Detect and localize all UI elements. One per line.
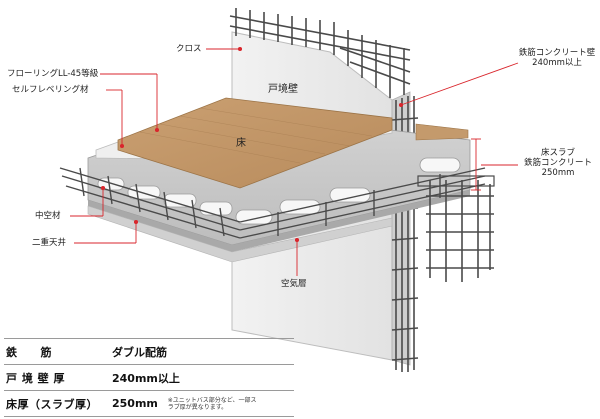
label-double-ceiling: 二重天井: [32, 238, 67, 248]
label-hollow-material: 中空材: [35, 211, 61, 221]
rebar-cage-right: [417, 175, 495, 282]
label-slab: 床スラブ 鉄筋コンクリート 250mm: [518, 148, 598, 178]
leader-lines: [70, 46, 519, 276]
air-layer-ceiling: [87, 205, 393, 263]
flooring-planks: [139, 107, 373, 164]
slab-thickness-dimension: [471, 138, 481, 191]
slab-rebar: [59, 167, 486, 239]
label-rc-wall-line2: 240mm以上: [532, 58, 582, 68]
spec-value-with-note: 250mm ※ユニットバス部分など、一部スラブ厚が異なります。: [106, 390, 294, 417]
label-self-leveling: セルフレベリング材: [12, 85, 89, 95]
hollow-voids: [97, 157, 461, 225]
spec-note: ※ユニットバス部分など、一部スラブ厚が異なります。: [167, 396, 257, 411]
spec-value: 250mm: [112, 396, 158, 410]
spec-value: ダブル配筋: [106, 338, 294, 365]
spec-value: 240mm以上: [106, 364, 294, 391]
spec-row: 戸 境 壁 厚 240mm以上: [4, 364, 294, 391]
label-slab-line2: 鉄筋コンクリート: [523, 158, 592, 168]
wood-flooring-right: [415, 123, 469, 141]
spec-key: 床厚（スラブ厚）: [4, 390, 106, 417]
wood-flooring: [117, 97, 393, 189]
spec-key: 戸 境 壁 厚: [4, 364, 106, 391]
label-slab-line3: 250mm: [541, 168, 575, 178]
label-floor: 床: [236, 138, 246, 149]
label-cloth: クロス: [176, 44, 202, 54]
label-slab-line1: 床スラブ: [540, 148, 575, 158]
label-boundary-wall: 戸境壁: [268, 84, 298, 95]
label-flooring: フローリングLL-45等級: [7, 69, 99, 79]
spec-key: 鉄 筋: [4, 338, 106, 365]
spec-row: 鉄 筋 ダブル配筋: [4, 338, 294, 365]
label-rc-wall: 鉄筋コンクリート壁 240mm以上: [518, 48, 596, 68]
wall-rebar-top: [229, 8, 411, 98]
label-rc-wall-line1: 鉄筋コンクリート壁: [518, 48, 596, 58]
label-air-layer: 空気層: [281, 279, 307, 289]
spec-row: 床厚（スラブ厚） 250mm ※ユニットバス部分など、一部スラブ厚が異なります。: [4, 390, 294, 417]
spec-table: 鉄 筋 ダブル配筋 戸 境 壁 厚 240mm以上 床厚（スラブ厚） 250mm…: [4, 338, 294, 417]
